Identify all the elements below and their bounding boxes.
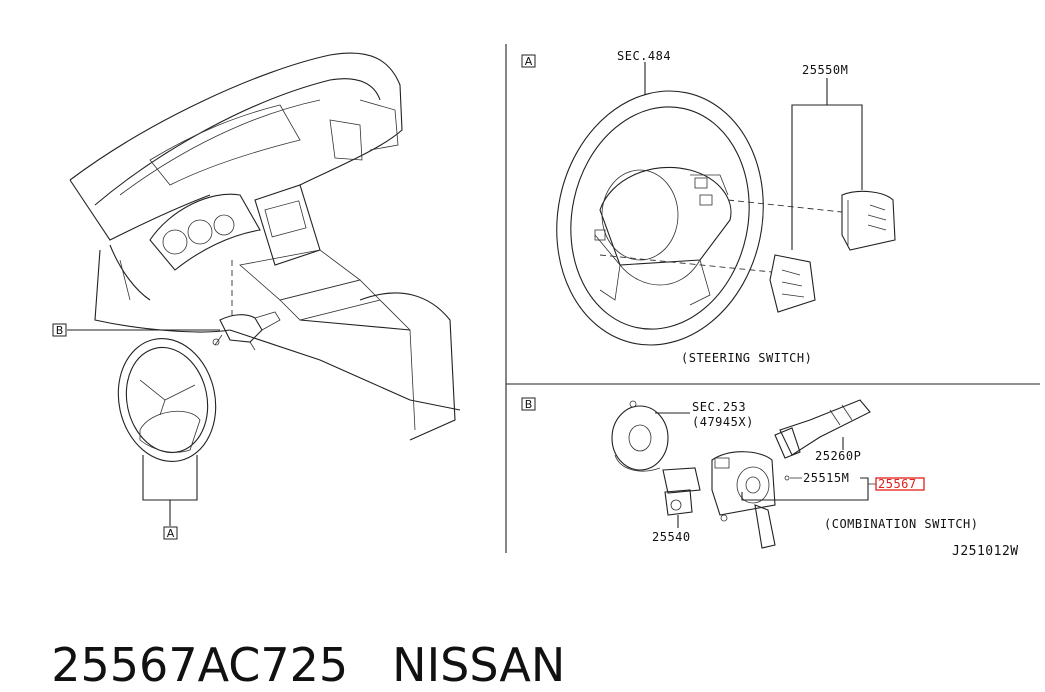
combination-switch-caption: (COMBINATION SWITCH) [824,517,979,531]
part-highlighted-label: 25567 [878,477,917,491]
panel-b-box-label: B [525,398,533,411]
sec-484-label: SEC.484 [617,49,671,63]
brand-name: NISSAN [392,638,566,692]
callout-b-left-label: B [56,324,64,337]
dashboard-overview [67,52,461,526]
highlighted-part-callout: 25567 [875,477,925,491]
callout-a-bottom-label: A [167,527,175,540]
callout-a-bottom: A [163,526,178,540]
part-25540-label: 25540 [652,530,691,544]
drawing-code: J251012W [952,544,1019,559]
part-25550m-label: 25550M [802,63,848,77]
part-25260p-label: 25260P [815,449,861,463]
part-25515m-label: 25515M [803,471,849,485]
steering-switch-caption: (STEERING SWITCH) [681,351,812,365]
sec-253-sub-label: (47945X) [692,415,754,429]
sec-253-label: SEC.253 [692,400,746,414]
panel-a-steering-switch: A SEC.484 25550M (STEERING SWITCH) [521,49,896,365]
part-number: 25567AC725 [51,638,349,692]
panel-a-box-label: A [525,55,533,68]
callout-b-left: B [52,323,67,337]
panel-b-combination-switch: B SEC.253 (47945X) 25540 25260P 25515M [521,397,979,549]
